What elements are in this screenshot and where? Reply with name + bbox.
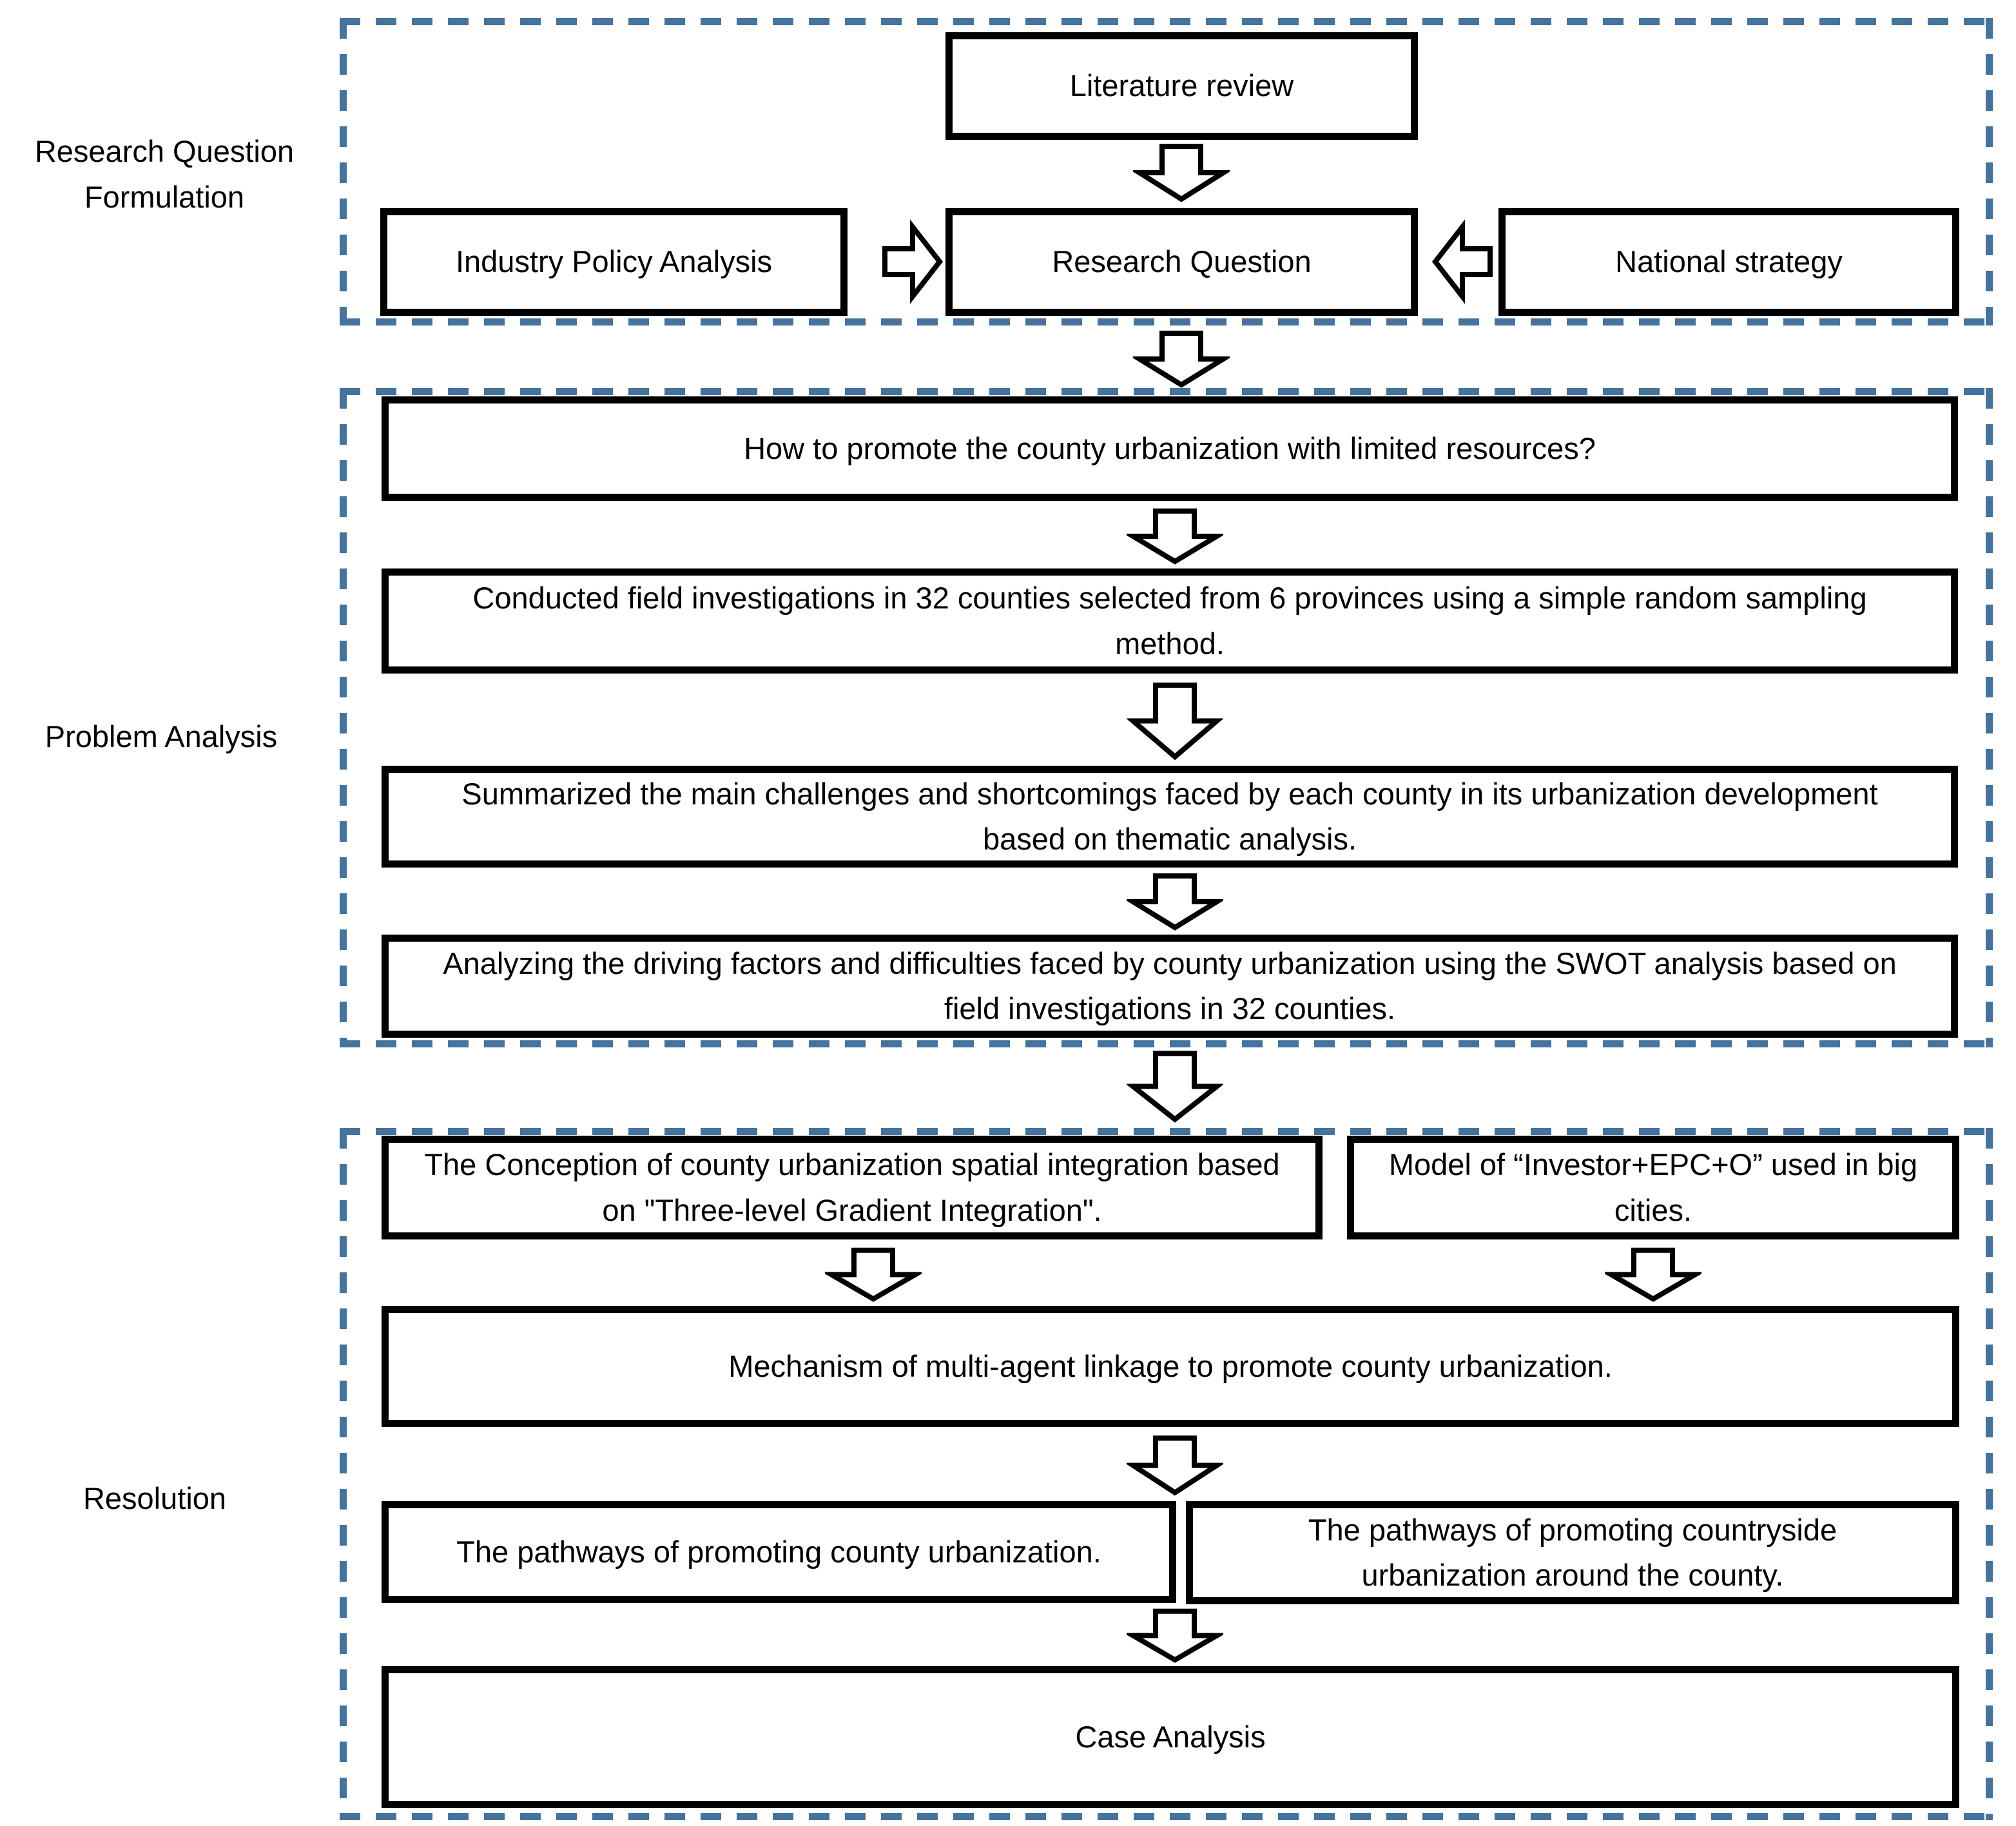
node-field-investigations: Conducted field investigations in 32 cou… — [382, 568, 1958, 674]
down-arrow-icon — [1133, 143, 1230, 202]
node-case-analysis: Case Analysis — [382, 1666, 1959, 1808]
down-arrow-icon — [1127, 681, 1223, 761]
down-arrow-icon — [1127, 508, 1223, 565]
right-arrow-icon — [882, 219, 943, 305]
node-industry-policy-analysis: Industry Policy Analysis — [380, 208, 848, 316]
down-arrow-icon — [1127, 1435, 1223, 1496]
node-mechanism: Mechanism of multi-agent linkage to prom… — [382, 1306, 1959, 1427]
section-label-research-question-formulation: Research Question Formulation — [34, 134, 295, 214]
down-arrow-icon — [1127, 1608, 1223, 1663]
down-arrow-icon — [1605, 1247, 1701, 1302]
down-arrow-icon — [1127, 873, 1223, 931]
down-arrow-icon — [1133, 330, 1230, 388]
node-conception: The Conception of county urbanization sp… — [382, 1136, 1323, 1239]
section-label-problem-analysis: Problem Analysis — [44, 719, 278, 753]
node-research-question: Research Question — [945, 208, 1418, 316]
section-label-resolution: Resolution — [82, 1481, 227, 1515]
node-investor-model: Model of “Investor+EPC+O” used in big ci… — [1347, 1136, 1959, 1239]
node-swot-analysis: Analyzing the driving factors and diffic… — [382, 935, 1958, 1038]
node-national-strategy: National strategy — [1498, 208, 1959, 316]
down-arrow-icon — [1127, 1049, 1223, 1123]
node-summarized-challenges: Summarized the main challenges and short… — [382, 766, 1958, 868]
left-arrow-icon — [1432, 219, 1493, 305]
node-pathways-countryside: The pathways of promoting countryside ur… — [1186, 1501, 1959, 1604]
node-pathways-county: The pathways of promoting county urbaniz… — [382, 1501, 1176, 1603]
node-literature-review: Literature review — [945, 32, 1418, 140]
down-arrow-icon — [825, 1247, 922, 1302]
node-how-to-promote: How to promote the county urbanization w… — [382, 396, 1958, 501]
